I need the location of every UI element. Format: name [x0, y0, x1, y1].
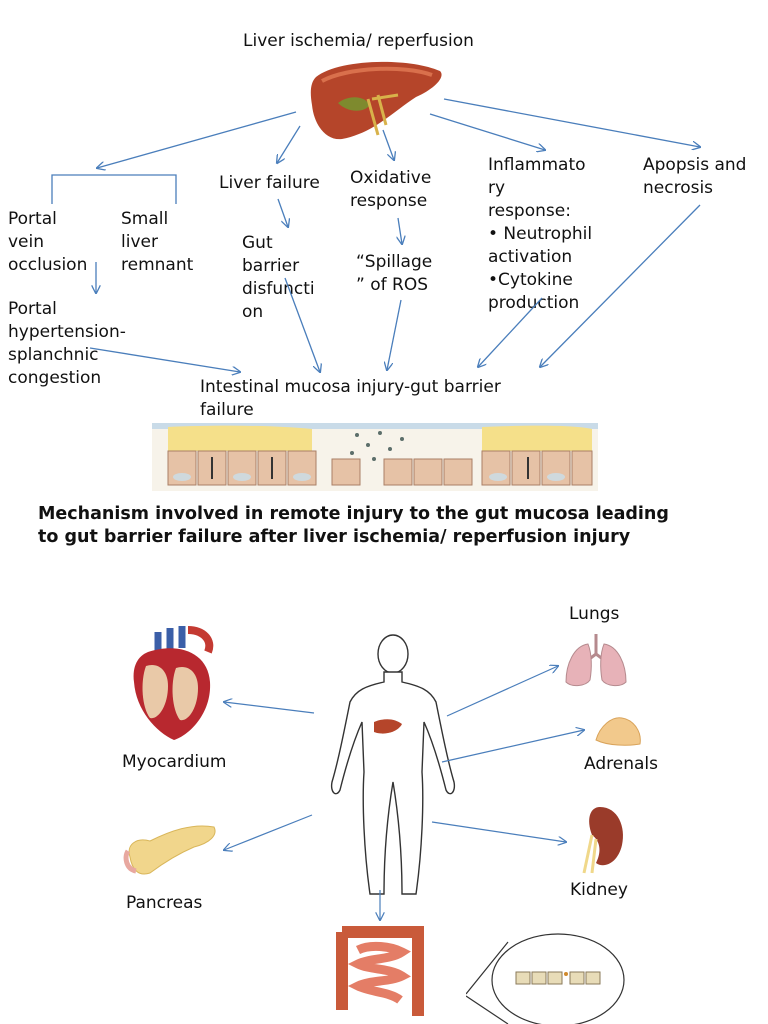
- adrenals-icon: [595, 717, 641, 746]
- liver-failure-label: Liver failure: [219, 173, 320, 193]
- figure-caption: Mechanism involved in remote injury to t…: [38, 504, 669, 547]
- oxidative-label: Oxidative response: [350, 168, 432, 211]
- small-liver-label: Small liver remnant: [121, 209, 194, 275]
- adrenals-label: Adrenals: [584, 754, 658, 774]
- lungs-icon: [565, 634, 627, 687]
- gut-barrier-zoom-illustration: [466, 933, 625, 1024]
- liver-icon: [310, 61, 442, 140]
- intestinal-mucosa-illustration: [152, 423, 598, 491]
- lungs-label: Lungs: [569, 604, 620, 624]
- portal-vein-label: Portal vein occlusion: [8, 209, 88, 275]
- pancreas-icon: [123, 825, 216, 875]
- kidney-icon: [582, 807, 624, 874]
- portal-hypertension-label: Portal hypertension- splanchnic congesti…: [8, 299, 126, 388]
- root-label: Liver ischemia/ reperfusion: [243, 31, 474, 51]
- kidney-label: Kidney: [570, 880, 628, 900]
- myocardium-label: Myocardium: [122, 752, 227, 772]
- heart-icon: [133, 626, 214, 740]
- intestines-icon: [336, 926, 424, 1016]
- outcome-label: Intestinal mucosa injury-gut barrier fai…: [200, 377, 501, 420]
- body-liver-icon: [374, 719, 402, 734]
- human-body-illustration: [330, 634, 456, 895]
- pancreas-label: Pancreas: [126, 893, 203, 913]
- apoptosis-label: Apopsis and necrosis: [643, 155, 747, 198]
- inflammatory-label: Inflammato ry response: • Neutrophil act…: [488, 155, 593, 313]
- gut-barrier-label: Gut barrier disfuncti on: [242, 233, 315, 322]
- spillage-label: “Spillage ” of ROS: [356, 252, 433, 295]
- flowchart-arrows: [51, 98, 768, 560]
